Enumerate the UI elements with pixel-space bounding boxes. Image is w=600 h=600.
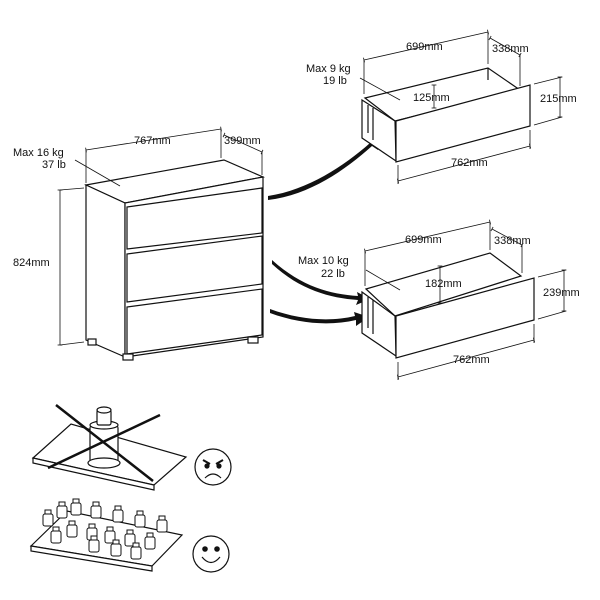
arrow-to-bottom-drawer-2 xyxy=(270,309,369,326)
drawer-top-max-lb: 19 lb xyxy=(323,75,347,87)
jar xyxy=(90,501,102,519)
drawer-bottom-max-kg: Max 10 kg xyxy=(298,255,349,267)
chest-depth: 399mm xyxy=(224,135,261,147)
jar xyxy=(134,510,146,528)
drawer-top-max-kg: Max 9 kg xyxy=(306,63,351,75)
jar xyxy=(112,505,124,523)
chest-max-lb: 37 lb xyxy=(42,159,66,171)
drawer-bottom xyxy=(361,252,535,359)
happy-face-icon xyxy=(192,535,230,573)
jar xyxy=(50,526,62,544)
chest-height: 824mm xyxy=(13,257,50,269)
drawer-bottom-inner-width: 699mm xyxy=(405,234,442,246)
jar xyxy=(156,515,168,533)
jar xyxy=(110,539,122,557)
drawer-top-inner-height: 125mm xyxy=(413,92,450,104)
chest-width: 767mm xyxy=(134,135,171,147)
small-jars-group xyxy=(42,498,168,560)
jar xyxy=(56,501,68,519)
jar xyxy=(88,535,100,553)
drawer-top xyxy=(361,67,531,163)
drawer-bottom-inner-height: 182mm xyxy=(425,278,462,290)
drawer-top-front-height: 215mm xyxy=(540,93,577,105)
drawer-bottom-labels: Max 10 kg 22 lb 699mm 338mm 182mm 239mm … xyxy=(298,234,580,366)
arrow-to-bottom-drawer-1 xyxy=(272,260,370,305)
drawer-top-dimensions xyxy=(359,29,563,184)
jar xyxy=(70,498,82,516)
drawer-front-2 xyxy=(126,235,263,303)
drawer-top-inner-width: 699mm xyxy=(406,41,443,53)
drawer-bottom-dimensions xyxy=(364,219,567,380)
drawer-bottom-inner-depth: 338mm xyxy=(494,235,531,247)
drawer-bottom-max-lb: 22 lb xyxy=(321,268,345,280)
drawer-top-front-width: 762mm xyxy=(451,157,488,169)
jar xyxy=(66,520,78,538)
angry-face-icon xyxy=(194,448,232,486)
jar xyxy=(130,542,142,560)
drawer-bottom-front-height: 239mm xyxy=(543,287,580,299)
chest-dimensions xyxy=(57,126,264,346)
drawer-top-inner-depth: 338mm xyxy=(492,43,529,55)
drawer-front-1 xyxy=(126,187,263,250)
jar xyxy=(42,509,54,527)
drawer-front-3 xyxy=(126,288,263,355)
cross-out-mark xyxy=(47,404,161,482)
arrow-to-top-drawer xyxy=(268,135,380,200)
chest-of-drawers xyxy=(84,159,266,361)
drawer-bottom-front-width: 762mm xyxy=(453,354,490,366)
chest-labels: Max 16 kg 37 lb 767mm 399mm 824mm xyxy=(13,135,261,269)
jar xyxy=(144,532,156,550)
drawer-top-labels: Max 9 kg 19 lb 699mm 338mm 125mm 215mm 7… xyxy=(306,41,577,169)
chest-max-kg: Max 16 kg xyxy=(13,147,64,159)
